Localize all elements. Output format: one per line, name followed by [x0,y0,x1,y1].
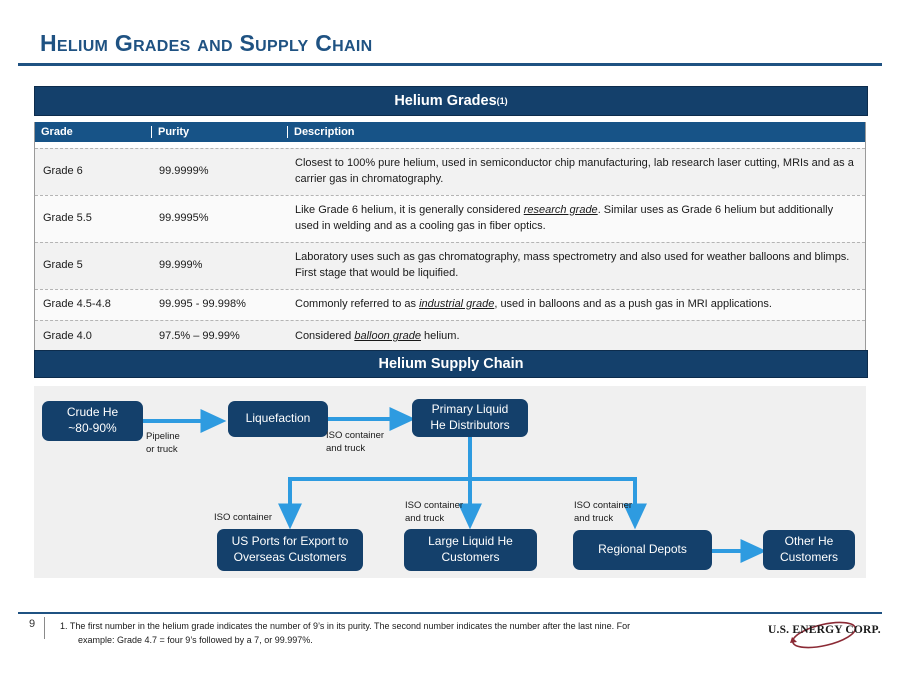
cell-description: Considered balloon grade helium. [295,330,460,343]
node-regional-depots[interactable]: Regional Depots [573,530,712,570]
footnote: 1. The first number in the helium grade … [60,620,740,648]
helium-grades-banner: Helium Grades(1) [34,86,868,116]
cell-description: Laboratory uses such as gas chromatograp… [295,250,850,279]
cell-grade: Grade 4.5-4.8 [43,297,111,310]
node-liquefaction[interactable]: Liquefaction [228,401,328,437]
cell-grade: Grade 5 [43,258,83,271]
page-title: Helium Grades and Supply Chain [40,30,373,56]
table-row: Grade 5 99.999% Laboratory uses such as … [35,241,865,289]
company-logo: U.S. ENERGY CORP. [768,618,881,652]
cell-grade: Grade 6 [43,164,83,177]
cell-purity: 99.9995% [159,211,209,224]
edge-label-iso-container: ISO container [214,512,273,523]
table-gap [35,142,865,148]
cell-description: Like Grade 6 helium, it is generally con… [295,203,834,232]
helium-supply-chain-banner: Helium Supply Chain [34,350,868,378]
cell-description: Commonly referred to as industrial grade… [295,297,772,310]
cell-purity: 99.995 - 99.998% [159,297,246,310]
cell-purity: 97.5% – 99.99% [159,330,240,343]
page-number: 9 [28,618,36,630]
table-row: Grade 4.0 97.5% – 99.99% Considered ball… [35,319,865,354]
node-crude-he[interactable]: Crude He~80-90% [42,401,143,441]
cell-description: Closest to 100% pure helium, used in sem… [295,157,854,185]
cell-purity: 99.9999% [159,164,209,177]
column-header-description: Description [287,126,865,138]
cell-grade: Grade 4.0 [43,330,92,343]
footnote-line-2: example: Grade 4.7 = four 9’s followed b… [78,634,313,645]
helium-grades-banner-label: Helium Grades [394,93,497,109]
footnote-line-1: 1. The first number in the helium grade … [60,621,631,631]
footer-vertical-rule [44,617,45,639]
table-row: Grade 4.5-4.8 99.995 - 99.998% Commonly … [35,288,865,320]
logo-swoosh-icon [790,621,857,649]
table-header-row: Grade Purity Description [35,122,865,142]
cell-grade: Grade 5.5 [43,211,92,224]
footer-divider [18,612,882,614]
helium-grades-table: Grade Purity Description Grade 6 99.9999… [34,122,866,355]
helium-supply-chain-banner-label: Helium Supply Chain [378,356,524,372]
helium-grades-banner-superscript: (1) [496,96,508,106]
logo-text: U.S. ENERGY CORP. [768,624,881,636]
cell-purity: 99.999% [159,258,203,271]
table-row: Grade 6 99.9999% Closest to 100% pure he… [35,148,865,195]
column-header-purity: Purity [151,126,287,138]
column-header-grade: Grade [41,126,73,138]
title-divider [18,63,882,66]
table-row: Grade 5.5 99.9995% Like Grade 6 helium, … [35,194,865,242]
